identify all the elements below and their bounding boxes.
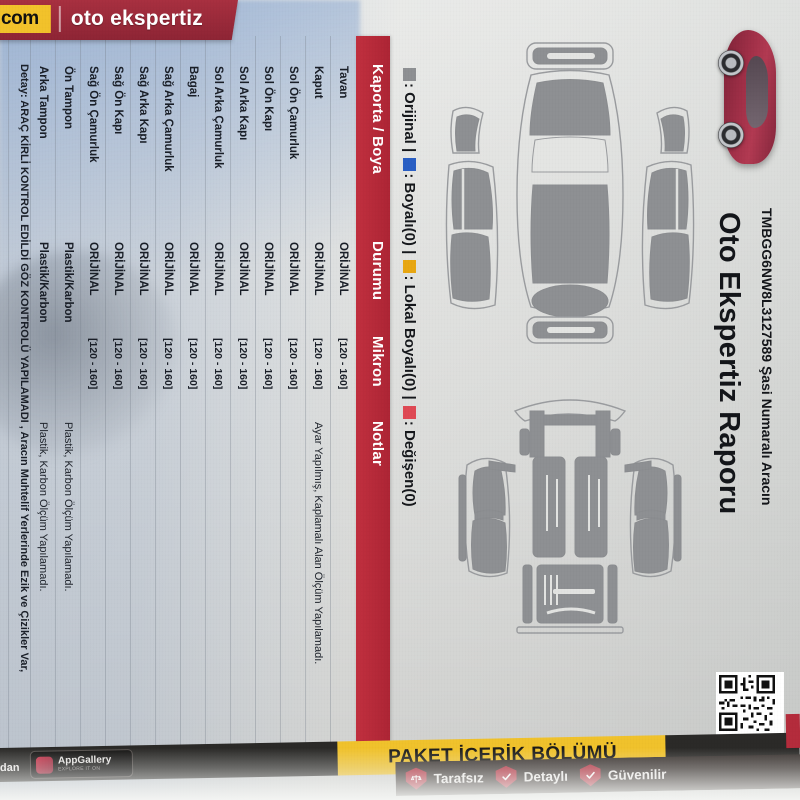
inspection-table: : Orijinal | : Boyalı(0) | : Lokal Boyal… — [0, 36, 420, 760]
cell-mikron-6: [120 - 160] — [187, 338, 199, 390]
red-edge-marker — [785, 713, 800, 749]
cell-part-12: Arka Tampon — [37, 66, 49, 139]
table-row — [230, 36, 256, 760]
cell-durum-12: Plastik/Karbon — [37, 242, 49, 323]
cell-durum-3: ORİJİNAL — [262, 242, 274, 296]
table-row — [130, 36, 156, 760]
com-chip: com — [0, 5, 51, 33]
cell-part-1: Kaput — [312, 66, 324, 99]
cell-durum-7: ORİJİNAL — [162, 242, 174, 296]
cell-durum-0: ORİJİNAL — [337, 242, 349, 296]
cell-part-6: Bagaj — [187, 66, 199, 98]
com-chip-label: com — [1, 8, 39, 29]
cell-not-1: Ayar Yapılmış, Kaplamalı Alan Ölçüm Yapı… — [312, 422, 324, 665]
banner-title-word2: ekspertiz — [110, 7, 203, 30]
qr-code[interactable] — [716, 672, 784, 740]
cell-part-9: Sağ Ön Kapı — [112, 66, 124, 135]
cell-part-11: Ön Tampon — [62, 66, 74, 130]
header-mikron: Mikron — [369, 336, 386, 387]
cell-durum-5: ORİJİNAL — [212, 242, 224, 296]
cell-durum-2: ORİJİNAL — [287, 242, 299, 296]
cell-mikron-1: [120 - 160] — [312, 338, 324, 390]
bottom-glare — [0, 748, 800, 800]
cell-part-0: Tavan — [337, 66, 349, 99]
cell-mikron-7: [120 - 160] — [162, 338, 174, 390]
table-row — [155, 36, 181, 760]
legend-swatch-lokal — [403, 260, 416, 274]
vehicle-photo-glass — [746, 56, 768, 128]
cell-part-5: Sol Arka Çamurluk — [212, 66, 224, 169]
cell-part-8: Sağ Arka Kapı — [137, 66, 149, 144]
vehicle-photo-wheel-rear — [718, 122, 744, 148]
cell-mikron-10: [120 - 160] — [87, 338, 99, 390]
table-row — [80, 36, 106, 760]
cell-not-12: Plastik, Karbon Ölçüm Yapılamadı. — [37, 422, 49, 592]
table-row — [180, 36, 206, 760]
table-header-column — [356, 36, 390, 760]
legend-label-degisen: : Değişen(0) — [401, 420, 418, 507]
table-row — [305, 36, 331, 760]
cell-mikron-4: [120 - 160] — [237, 338, 249, 390]
cell-durum-10: ORİJİNAL — [87, 242, 99, 296]
legend-text: : Orijinal | : Boyalı(0) | : Lokal Boyal… — [401, 66, 418, 507]
table-row — [330, 36, 356, 760]
cell-mikron-9: [120 - 160] — [112, 338, 124, 390]
table-row — [105, 36, 131, 760]
table-row — [255, 36, 281, 760]
detail-row-column — [8, 36, 35, 760]
page-title: Oto Ekspertiz Raporu — [713, 212, 745, 515]
detail-row-text: Detay: ARAÇ KİRLİ KONTROL EDİLDİ GÖZ KON… — [18, 64, 30, 673]
header-durumu: Durumu — [369, 241, 386, 301]
cell-mikron-2: [120 - 160] — [287, 338, 299, 390]
cell-not-11: Plastik, Karbon Ölçüm Yapılamadı. — [62, 422, 74, 592]
banner-divider — [58, 6, 61, 32]
cell-durum-11: Plastik/Karbon — [62, 242, 74, 323]
cell-mikron-0: [120 - 160] — [337, 338, 349, 390]
cell-part-7: Sağ Arka Çamurluk — [162, 66, 174, 172]
cell-part-3: Sol Ön Kapı — [262, 66, 274, 132]
header-kaporta-boya: Kaporta / Boya — [369, 64, 386, 175]
vehicle-interior-diagram — [458, 399, 682, 634]
banner-title-word1: oto — [70, 7, 105, 30]
cell-durum-6: ORİJİNAL — [187, 242, 199, 296]
blue-glare-overlay — [0, 0, 360, 300]
shadow-overlay — [0, 250, 180, 460]
vehicle-photo — [716, 22, 788, 172]
cell-durum-1: ORİJİNAL — [312, 242, 324, 296]
cell-part-4: Sol Arka Kapı — [237, 66, 249, 141]
cell-part-2: Sol Ön Çamurluk — [287, 66, 299, 160]
vehicle-photo-wheel-front — [718, 50, 744, 76]
legend-label-lokal: : Lokal Boyalı(0) | — [401, 275, 418, 400]
legend-label-orijinal: : Orijinal | — [401, 83, 418, 153]
legend-swatch-orijinal — [403, 68, 416, 81]
cell-durum-8: ORİJİNAL — [137, 242, 149, 296]
cell-mikron-5: [120 - 160] — [212, 338, 224, 390]
table-row — [55, 36, 81, 760]
legend-label-boyali: : Boyalı(0) | — [401, 173, 418, 255]
legend-swatch-boyali — [403, 158, 416, 172]
cell-durum-4: ORİJİNAL — [237, 242, 249, 296]
legend-swatch-degisen — [403, 405, 416, 419]
table-row — [30, 36, 56, 760]
table-row — [280, 36, 306, 760]
header-notlar: Notlar — [369, 421, 386, 467]
vehicle-top-view-diagram — [445, 42, 695, 344]
cell-mikron-3: [120 - 160] — [262, 338, 274, 390]
table-row — [205, 36, 231, 760]
cell-durum-9: ORİJİNAL — [112, 242, 124, 296]
vin-line: TMBGG6NW8L3127589 Şasi Numaralı Aracın — [759, 208, 775, 506]
cell-part-10: Sağ Ön Çamurluk — [87, 66, 99, 163]
cell-mikron-8: [120 - 160] — [137, 338, 149, 390]
